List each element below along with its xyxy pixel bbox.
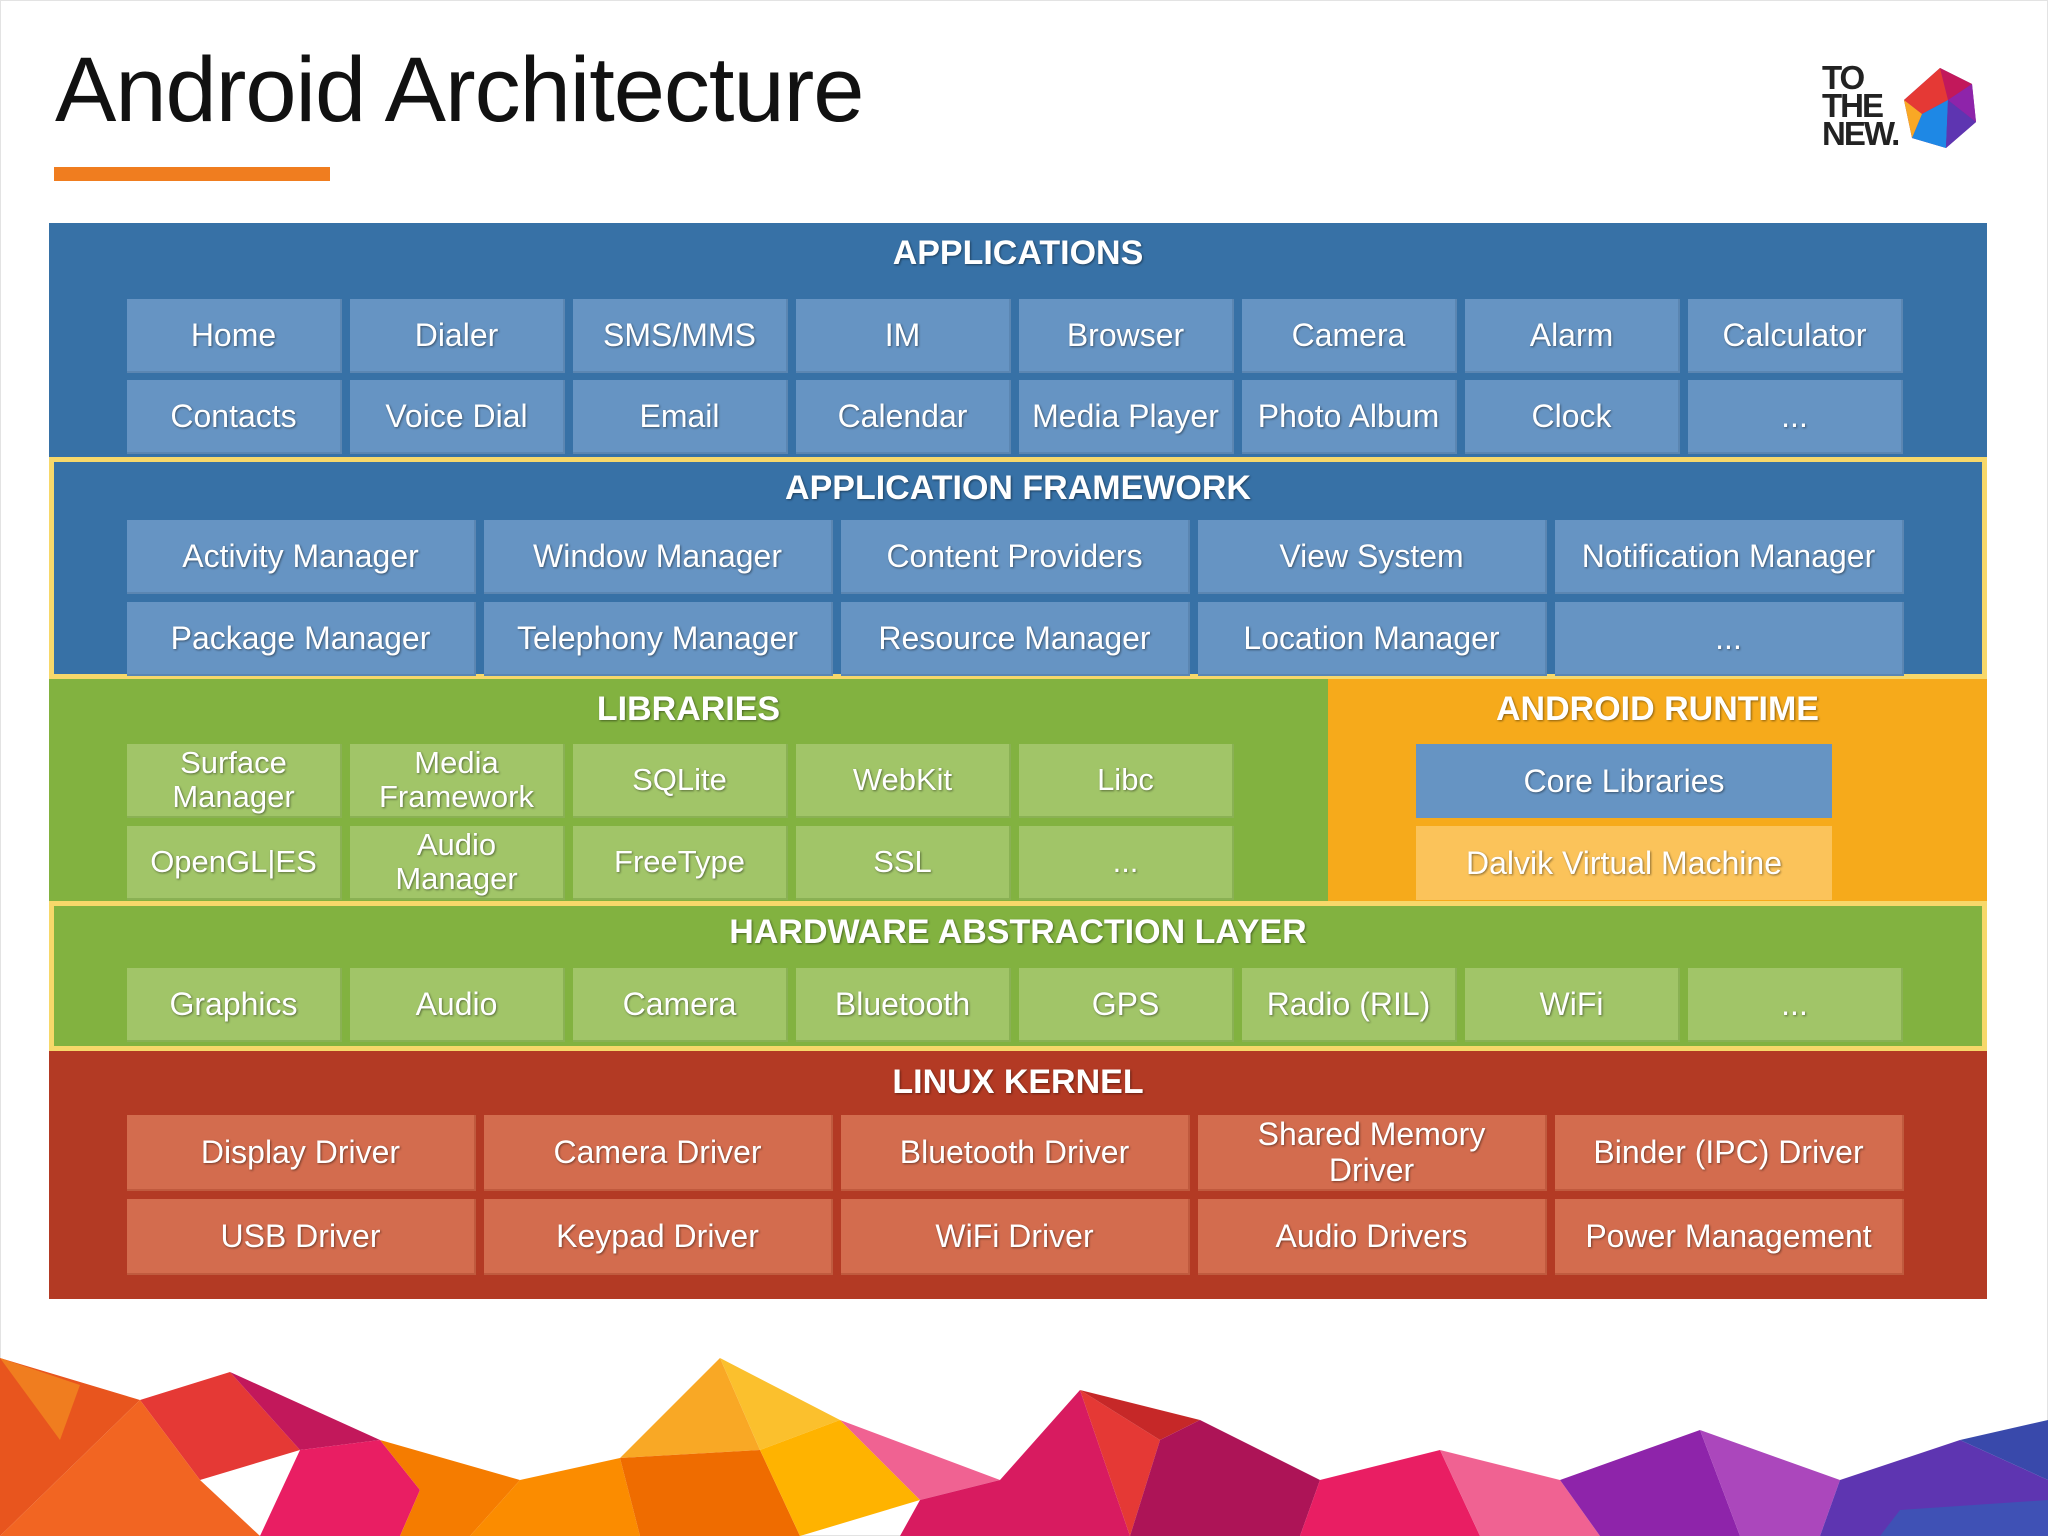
slide-title: Android Architecture xyxy=(55,39,864,141)
logo-text-line-1: TO xyxy=(1822,59,1865,96)
app-home-box: Home xyxy=(127,299,342,373)
lib-opengl-es-box: OpenGL|ES xyxy=(127,826,342,900)
libraries-layer-title: LIBRARIES xyxy=(596,690,781,728)
kernel-keypad-driver-box: Keypad Driver xyxy=(484,1199,833,1275)
lib-webkit-box: WebKit xyxy=(796,744,1011,818)
lib-libc-box: Libc xyxy=(1019,744,1234,818)
lib-sqlite-box: SQLite xyxy=(573,744,788,818)
framework-layer-title: APPLICATION FRAMEWORK xyxy=(785,469,1251,507)
kernel-audio-drivers-box: Audio Drivers xyxy=(1198,1199,1547,1275)
hal-camera-box: Camera xyxy=(573,968,788,1042)
footer-polygon-art xyxy=(0,1358,2048,1536)
app-email-box: Email xyxy=(573,380,788,454)
fw-telephony-manager-box: Telephony Manager xyxy=(484,602,833,676)
kernel-power-management-box: Power Management xyxy=(1555,1199,1904,1275)
fw-content-providers-box: Content Providers xyxy=(841,520,1190,594)
kernel-bluetooth-driver-box: Bluetooth Driver xyxy=(841,1115,1190,1191)
hal-layer: HARDWARE ABSTRACTION LAYER Graphics Audi… xyxy=(49,901,1987,1051)
kernel-camera-driver-box: Camera Driver xyxy=(484,1115,833,1191)
runtime-layer: ANDROID RUNTIME Core Libraries Dalvik Vi… xyxy=(1328,679,1987,901)
kernel-binder-ipc-driver-box: Binder (IPC) Driver xyxy=(1555,1115,1904,1191)
fw-activity-manager-box: Activity Manager xyxy=(127,520,476,594)
app-photo-album-box: Photo Album xyxy=(1242,380,1457,454)
app-voice-dial-box: Voice Dial xyxy=(350,380,565,454)
kernel-shared-memory-driver-box: Shared Memory Driver xyxy=(1198,1115,1547,1191)
runtime-dalvik-vm-box: Dalvik Virtual Machine xyxy=(1416,826,1832,900)
hal-audio-box: Audio xyxy=(350,968,565,1042)
hal-more-box: ... xyxy=(1688,968,1903,1042)
applications-layer-title: APPLICATIONS xyxy=(892,234,1144,272)
brand-logo-text: TO THE NEW. xyxy=(1822,59,1902,152)
kernel-layer-title: LINUX KERNEL xyxy=(892,1063,1144,1101)
fw-location-manager-box: Location Manager xyxy=(1198,602,1547,676)
app-calendar-box: Calendar xyxy=(796,380,1011,454)
lib-media-framework-box: Media Framework xyxy=(350,744,565,818)
app-browser-box: Browser xyxy=(1019,299,1234,373)
lib-more-box: ... xyxy=(1019,826,1234,900)
fw-package-manager-box: Package Manager xyxy=(127,602,476,676)
hal-bluetooth-box: Bluetooth xyxy=(796,968,1011,1042)
app-more-box: ... xyxy=(1688,380,1903,454)
fw-notification-manager-box: Notification Manager xyxy=(1555,520,1904,594)
app-dialer-box: Dialer xyxy=(350,299,565,373)
title-underline xyxy=(54,167,330,181)
hal-graphics-box: Graphics xyxy=(127,968,342,1042)
logo-text-line-2: THE xyxy=(1822,87,1884,124)
kernel-display-driver-box: Display Driver xyxy=(127,1115,476,1191)
applications-layer: APPLICATIONS Home Dialer SMS/MMS IM Brow… xyxy=(49,223,1987,457)
runtime-layer-title: ANDROID RUNTIME xyxy=(1496,690,1819,728)
logo-text-line-3: NEW. xyxy=(1822,115,1900,152)
kernel-wifi-driver-box: WiFi Driver xyxy=(841,1199,1190,1275)
fw-more-box: ... xyxy=(1555,602,1904,676)
lib-audio-manager-box: Audio Manager xyxy=(350,826,565,900)
libraries-layer: LIBRARIES Surface Manager Media Framewor… xyxy=(49,679,1328,901)
lib-surface-manager-box: Surface Manager xyxy=(127,744,342,818)
framework-layer: APPLICATION FRAMEWORK Activity Manager W… xyxy=(49,457,1987,679)
fw-resource-manager-box: Resource Manager xyxy=(841,602,1190,676)
app-media-player-box: Media Player xyxy=(1019,380,1234,454)
app-clock-box: Clock xyxy=(1465,380,1680,454)
hal-radio-ril-box: Radio (RIL) xyxy=(1242,968,1457,1042)
runtime-core-libraries-box: Core Libraries xyxy=(1416,744,1832,818)
logo-polygon-icon xyxy=(1904,68,1976,148)
app-contacts-box: Contacts xyxy=(127,380,342,454)
app-alarm-box: Alarm xyxy=(1465,299,1680,373)
lib-ssl-box: SSL xyxy=(796,826,1011,900)
fw-window-manager-box: Window Manager xyxy=(484,520,833,594)
app-im-box: IM xyxy=(796,299,1011,373)
kernel-layer: LINUX KERNEL Display Driver Camera Drive… xyxy=(49,1051,1987,1299)
app-camera-box: Camera xyxy=(1242,299,1457,373)
app-calculator-box: Calculator xyxy=(1688,299,1903,373)
kernel-usb-driver-box: USB Driver xyxy=(127,1199,476,1275)
fw-view-system-box: View System xyxy=(1198,520,1547,594)
lib-freetype-box: FreeType xyxy=(573,826,788,900)
app-sms-mms-box: SMS/MMS xyxy=(573,299,788,373)
hal-gps-box: GPS xyxy=(1019,968,1234,1042)
hal-wifi-box: WiFi xyxy=(1465,968,1680,1042)
hal-layer-title: HARDWARE ABSTRACTION LAYER xyxy=(729,913,1307,951)
architecture-diagram: APPLICATIONS Home Dialer SMS/MMS IM Brow… xyxy=(49,223,1987,1299)
